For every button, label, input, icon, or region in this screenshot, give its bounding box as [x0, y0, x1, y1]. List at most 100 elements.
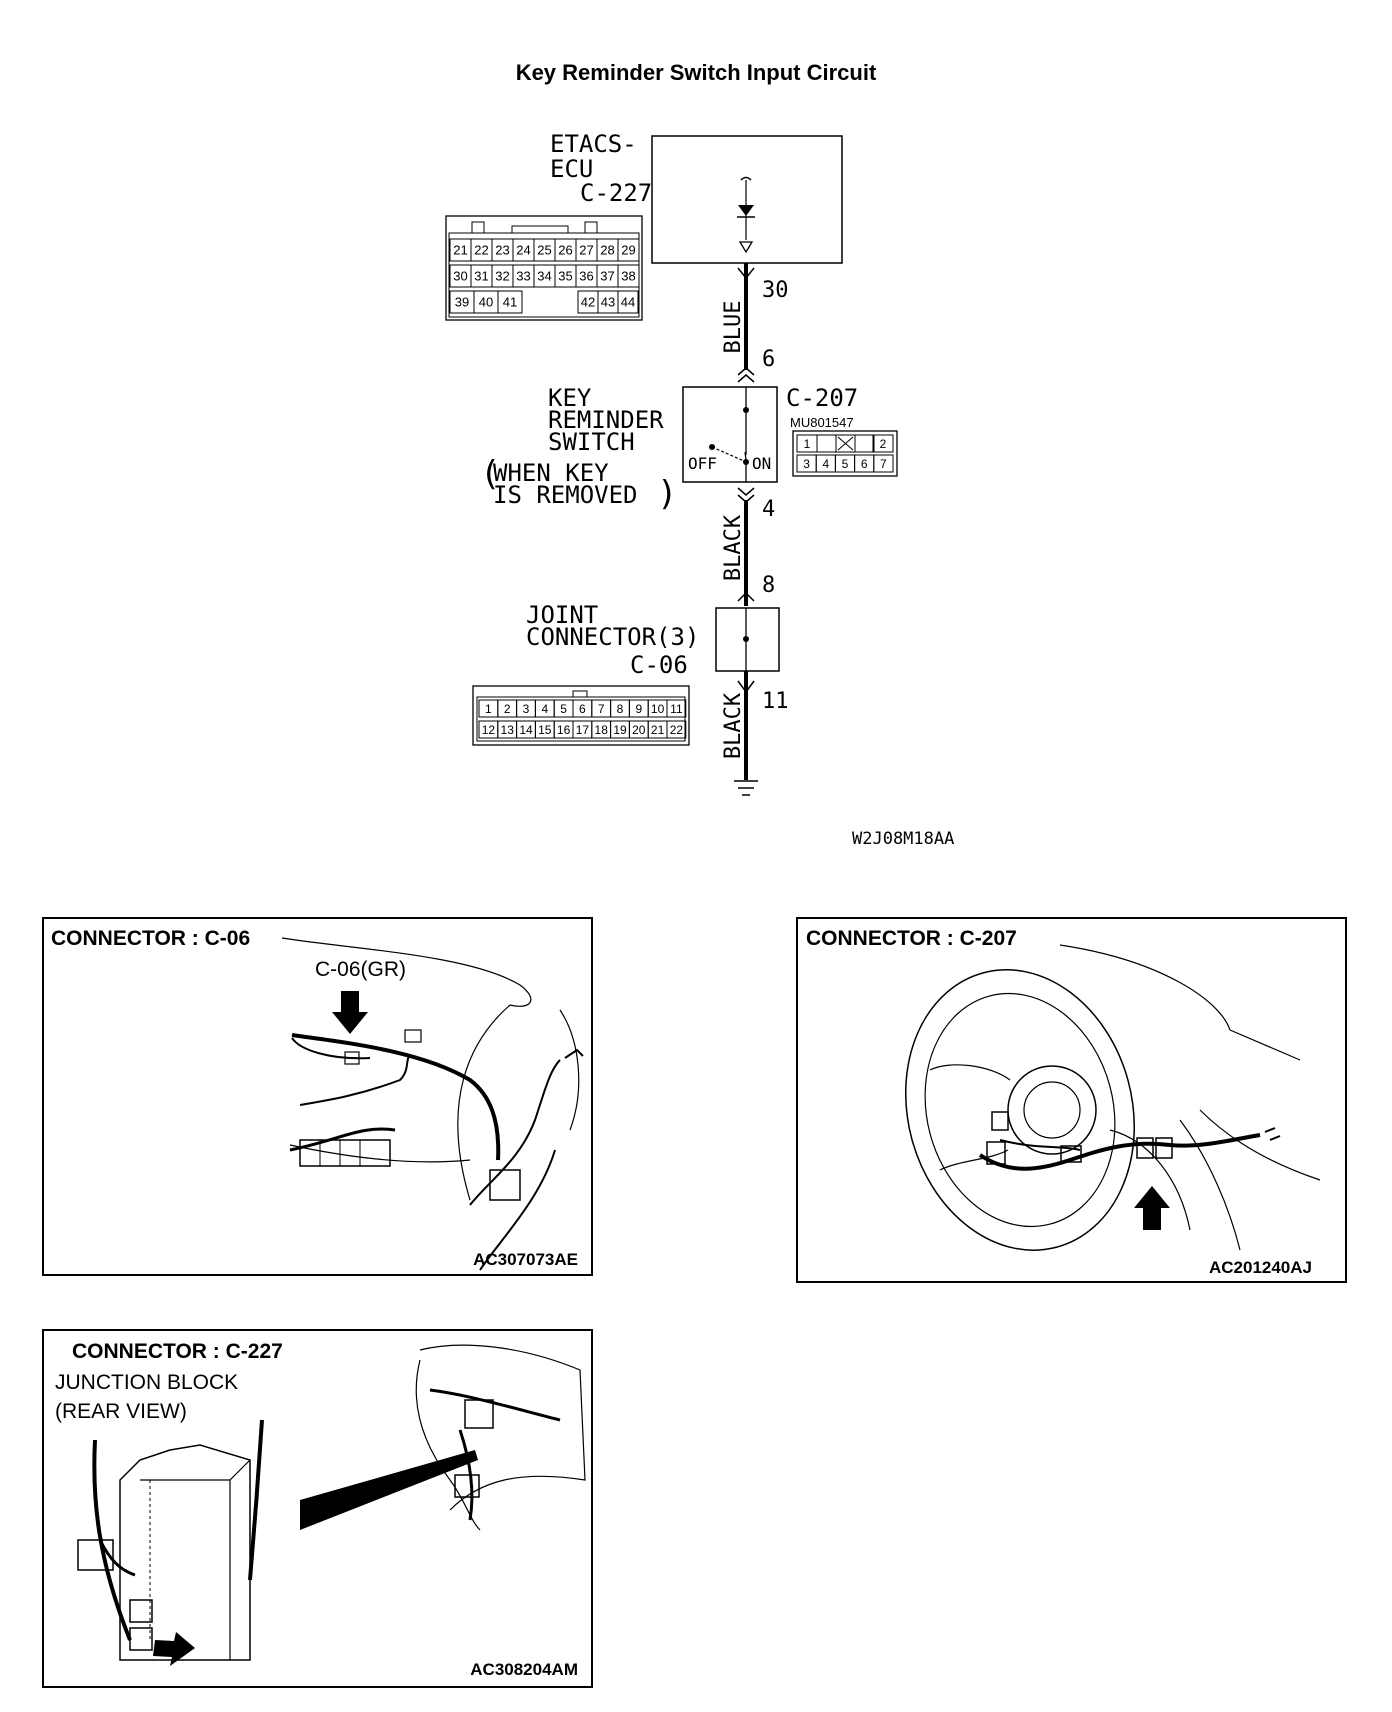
c227-pin-label: 41	[503, 295, 517, 310]
c227-pin-label: 27	[579, 243, 593, 258]
diode-icon	[738, 205, 754, 216]
joint-label-line1: JOINT	[526, 601, 598, 629]
diagram-code: W2J08M18AA	[852, 829, 954, 849]
c227-pin-label: 33	[516, 269, 530, 284]
c06-pin-label: 15	[538, 723, 552, 737]
etacs-connector-label: C-227	[580, 179, 652, 207]
down-arrow-icon	[332, 991, 368, 1034]
c207-connector-label: C-207	[786, 384, 858, 412]
c207-part-number: MU801547	[790, 415, 854, 430]
wire3-color: BLACK	[721, 692, 746, 759]
c06-pin-label: 13	[501, 723, 515, 737]
c207-pin-label: 4	[822, 457, 829, 471]
up-arrow-icon	[1134, 1186, 1170, 1230]
c227-pin-label: 35	[558, 269, 572, 284]
c227-pin-label: 29	[621, 243, 635, 258]
c06-pin-label: 10	[651, 702, 665, 716]
c06-pin-label: 12	[482, 723, 496, 737]
c06-pin-label: 9	[635, 702, 642, 716]
c227-pin-label: 21	[453, 243, 467, 258]
wire1-color: BLUE	[721, 301, 746, 354]
c207-pin-label: 7	[880, 457, 887, 471]
c207-pin-label: 5	[842, 457, 849, 471]
wire2-color: BLACK	[721, 514, 746, 581]
connector-chevron-icon	[737, 487, 755, 503]
c207-pin-cell	[872, 434, 894, 453]
c06-connector-label: C-06	[630, 651, 688, 679]
switch-on-label: ON	[752, 454, 771, 473]
c227-pin-label: 25	[537, 243, 551, 258]
c06-pin-label: 18	[595, 723, 609, 737]
pin-chevron-icon	[737, 267, 755, 280]
wire2-pin-bottom: 8	[762, 573, 775, 598]
etacs-input-icon	[740, 176, 752, 181]
paren-close: )	[657, 474, 677, 514]
ground-icon	[734, 780, 758, 796]
wire3-pin-top: 11	[762, 689, 789, 714]
switch-off-label: OFF	[688, 454, 717, 473]
panel-c227-sub1: JUNCTION BLOCK	[55, 1371, 238, 1394]
c207-blank-cell	[816, 434, 837, 453]
c06-pin-label: 8	[617, 702, 624, 716]
switch-condition-line2: IS REMOVED	[493, 481, 638, 509]
switch-label-line2: REMINDER	[548, 406, 664, 434]
joint-connector: JOINT CONNECTOR(3) C-06	[526, 601, 780, 679]
wire1-pin-top: 30	[762, 278, 789, 303]
c227-pin-cell	[617, 290, 639, 314]
panel-c227-sub2: (REAR VIEW)	[55, 1400, 187, 1423]
c207-pin-label: 6	[861, 457, 868, 471]
dashboard-harness-illustration	[281, 937, 584, 1271]
pin-chevron-icon	[737, 680, 755, 694]
page-title: Key Reminder Switch Input Circuit	[515, 60, 877, 85]
steering-wheel-illustration	[904, 944, 1321, 1251]
c227-pin-label: 23	[495, 243, 509, 258]
panel-c06-callout: C-06(GR)	[315, 958, 406, 981]
c06-pin-label: 21	[651, 723, 665, 737]
etacs-label-line2: ECU	[550, 155, 593, 183]
switch-label-line3: SWITCH	[548, 428, 635, 456]
panel-connector-c207: CONNECTOR : C-207 AC201240AJ	[796, 917, 1347, 1283]
pointer-beam	[300, 1450, 478, 1530]
switch-contact	[711, 446, 745, 462]
paren-open: (	[480, 454, 500, 494]
wire-black-2: 11 BLACK	[721, 671, 789, 796]
panel-c06-code: AC307073AE	[473, 1250, 578, 1269]
panel-c227-code: AC308204AM	[470, 1660, 578, 1679]
c227-pin-label: 32	[495, 269, 509, 284]
c227-pin-cell	[617, 238, 640, 262]
panel-frame	[796, 917, 1347, 1283]
etacs-label-line1: ETACS-	[550, 130, 637, 158]
panel-c207-title: CONNECTOR : C-207	[806, 927, 1017, 950]
c227-pin-label: 34	[537, 269, 551, 284]
c06-pin-label: 2	[504, 702, 511, 716]
c227-pin-label: 40	[479, 295, 493, 310]
panel-connector-c227: CONNECTOR : C-227 JUNCTION BLOCK (REAR V…	[42, 1329, 593, 1688]
c06-pin-label: 11	[670, 702, 683, 716]
panel-c06-title: CONNECTOR : C-06	[51, 927, 250, 950]
c06-pin-cell	[666, 699, 687, 718]
connector-chevron-icon	[737, 367, 755, 383]
c227-pin-label: 26	[558, 243, 572, 258]
c06-pin-cell	[666, 720, 687, 739]
switch-box	[682, 386, 778, 483]
c06-pin-label: 14	[519, 723, 533, 737]
c227-pin-label: 24	[516, 243, 530, 258]
junction-block-illustration	[77, 1344, 586, 1661]
c207-pin-label: 1	[804, 437, 811, 451]
wire-blue: 30 6 BLUE	[721, 263, 789, 383]
panel-c227-title: CONNECTOR : C-227	[72, 1340, 283, 1363]
c227-pin-label: 30	[453, 269, 467, 284]
c06-pin-label: 5	[560, 702, 567, 716]
c06-pin-label: 1	[485, 702, 492, 716]
c06-pin-label: 16	[557, 723, 571, 737]
switch-condition-line1: WHEN KEY	[493, 459, 609, 487]
wire1-pin-bottom: 6	[762, 347, 775, 372]
c227-pin-label: 38	[621, 269, 635, 284]
c227-pin-label: 43	[601, 295, 615, 310]
left-arrow-icon	[153, 1632, 195, 1666]
c207-blank-cell	[854, 434, 875, 453]
